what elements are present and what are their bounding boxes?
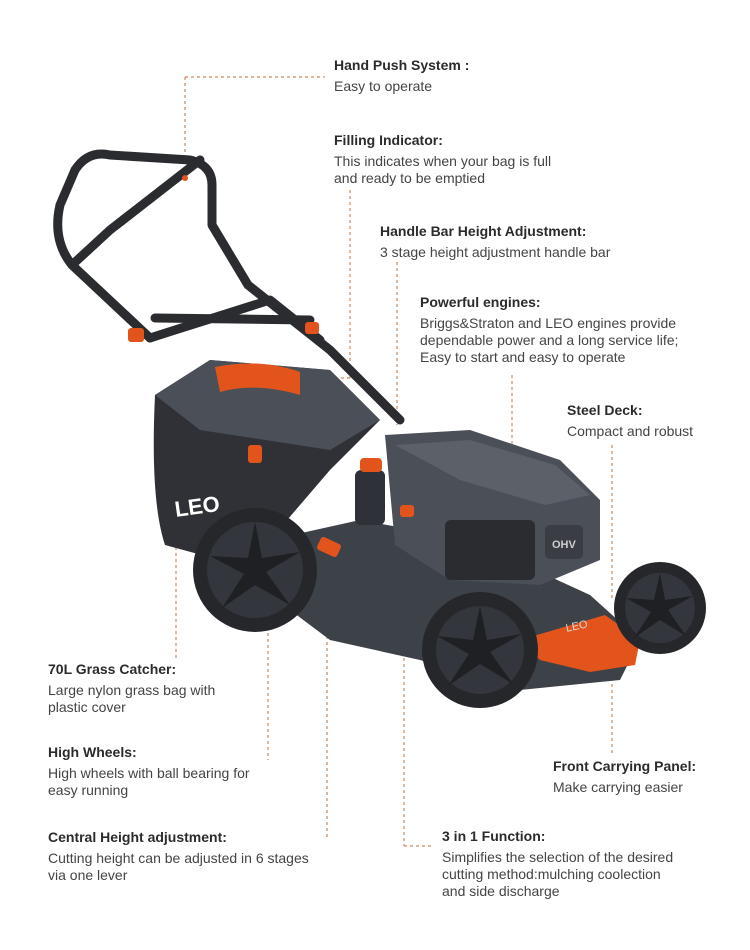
height-lever xyxy=(317,536,341,558)
front-right-wheel xyxy=(614,562,706,654)
fuel-cap xyxy=(360,458,382,472)
feature-desc: This indicates when your bag is full and… xyxy=(334,153,552,186)
feature-3in1: 3 in 1 Function: Simplifies the selectio… xyxy=(442,828,673,900)
feature-desc: Easy to operate xyxy=(334,78,433,94)
feature-desc: Cutting height can be adjusted in 6 stag… xyxy=(48,850,309,883)
feature-title: Hand Push System : xyxy=(334,57,470,73)
rear-left-wheel xyxy=(193,508,317,632)
feature-high-wheels: High Wheels: High wheels with ball beari… xyxy=(48,744,250,799)
feature-desc: Briggs&Straton and LEO engines provide d… xyxy=(420,315,679,365)
feature-desc: 3 stage height adjustment handle bar xyxy=(380,244,611,260)
feature-title: High Wheels: xyxy=(48,744,137,760)
grass-catcher: LEO xyxy=(153,360,380,560)
deck-logo: LEO xyxy=(565,618,589,634)
feature-title: Central Height adjustment: xyxy=(48,829,227,845)
feature-handle-height: Handle Bar Height Adjustment: 3 stage he… xyxy=(380,223,610,261)
catcher-clip xyxy=(248,445,262,463)
front-left-wheel xyxy=(422,592,538,708)
fuel-tank xyxy=(355,470,385,525)
feature-title: Powerful engines: xyxy=(420,294,541,310)
feature-engines: Powerful engines: Briggs&Straton and LEO… xyxy=(420,294,678,366)
feature-title: 70L Grass Catcher: xyxy=(48,661,177,677)
engine: OHV xyxy=(355,430,600,585)
handle-clamp-left xyxy=(128,328,144,342)
feature-title: Steel Deck: xyxy=(567,402,643,418)
feature-desc: High wheels with ball bearing for easy r… xyxy=(48,765,250,798)
brand-logo: LEO xyxy=(173,491,221,522)
feature-desc: Large nylon grass bag with plastic cover xyxy=(48,682,216,715)
feature-desc: Simplifies the selection of the desired … xyxy=(442,849,674,899)
engine-block xyxy=(445,520,535,580)
feature-desc: Compact and robust xyxy=(567,423,694,439)
primer-bulb xyxy=(400,505,414,517)
handle-clamp-right xyxy=(305,322,319,334)
feature-title: Front Carrying Panel: xyxy=(553,758,697,774)
feature-front-panel: Front Carrying Panel: Make carrying easi… xyxy=(553,758,696,796)
feature-desc: Make carrying easier xyxy=(553,779,683,795)
feature-central-height: Central Height adjustment: Cutting heigh… xyxy=(48,829,309,884)
feature-title: Filling Indicator: xyxy=(334,132,443,148)
feature-title: 3 in 1 Function: xyxy=(442,828,546,844)
feature-filling-indicator: Filling Indicator: This indicates when y… xyxy=(334,132,551,187)
feature-hand-push: Hand Push System : Easy to operate xyxy=(334,57,469,95)
feature-grass-catcher: 70L Grass Catcher: Large nylon grass bag… xyxy=(48,661,215,716)
feature-title: Handle Bar Height Adjustment: xyxy=(380,223,587,239)
engine-badge: OHV xyxy=(552,539,577,551)
handle-bar xyxy=(53,149,405,425)
feature-steel-deck: Steel Deck: Compact and robust xyxy=(567,402,693,440)
handle-grip-marker xyxy=(182,175,188,181)
